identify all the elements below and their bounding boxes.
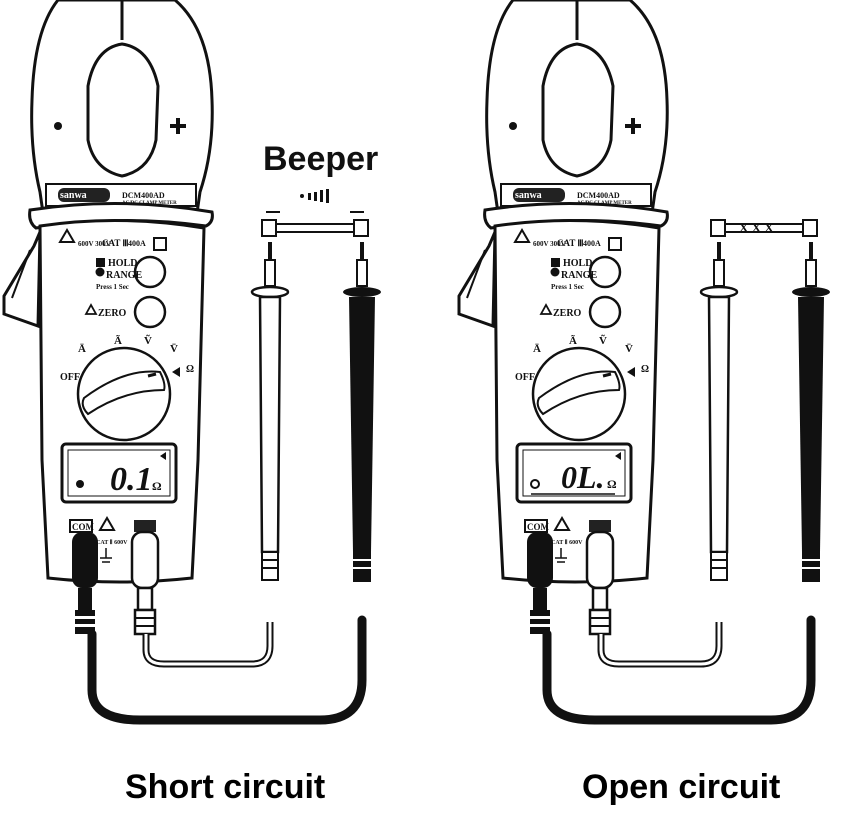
left-press-label: Press 1 Sec: [96, 283, 129, 291]
right-ac-v-mark: Ṽ: [599, 335, 607, 347]
left-dc-v-mark: V̄: [170, 343, 178, 355]
right-com-label: COM: [527, 522, 550, 532]
right-terminal-cat: CAT Ⅱ 600V: [551, 539, 583, 546]
right-display-unit: Ω: [607, 477, 617, 491]
left-bar-end-b: [353, 219, 369, 237]
right-off-label: OFF: [515, 372, 535, 383]
left-range-label: RANGE: [106, 270, 142, 281]
left-hold-label: HOLD: [108, 258, 137, 269]
right-meter: DCM400AD AC/DC CLAMP METER sanwa 600V 30…: [457, 0, 831, 725]
left-ac-v-mark: Ṽ: [144, 335, 152, 347]
right-cat-label: CAT Ⅲ: [557, 238, 584, 248]
right-range-label: RANGE: [561, 270, 597, 281]
right-zero-label: ZERO: [553, 308, 582, 319]
right-model-label: DCM400AD: [577, 191, 620, 200]
left-volt-label: 600V 300V: [78, 240, 111, 248]
left-dc-a-mark: Ā: [78, 343, 86, 355]
left-brand-logo: sanwa: [60, 190, 87, 201]
left-white-cable-outer: [142, 622, 274, 668]
right-ac-a-mark: Ã: [569, 335, 577, 347]
right-rating-label: 400A: [583, 239, 601, 248]
short-circuit-caption: Short circuit: [125, 768, 326, 806]
beeper-label: Beeper: [263, 140, 379, 178]
right-volt-label: 600V 300V: [533, 240, 566, 248]
left-display-value: 0.1: [110, 461, 153, 498]
right-display-hold-icon: [530, 479, 540, 489]
left-model-label: DCM400AD: [122, 191, 165, 200]
right-open-bar: [724, 223, 804, 233]
left-com-label: COM: [72, 522, 95, 532]
right-dc-v-mark: V̄: [625, 343, 633, 355]
left-bar-end-a: [261, 219, 277, 237]
right-model-sub: AC/DC CLAMP METER: [577, 201, 632, 206]
left-display-beep-icon: [160, 452, 166, 460]
left-black-plug: [72, 532, 98, 634]
left-cat-label: CAT Ⅲ: [102, 238, 129, 248]
right-brand-logo: sanwa: [515, 190, 542, 201]
right-red-probe: [699, 240, 739, 582]
left-off-label: OFF: [60, 372, 80, 383]
right-black-plug: [527, 532, 553, 634]
right-display-value: 0L.: [561, 459, 605, 495]
right-white-plug: [585, 530, 615, 636]
left-ohm-label: Ω: [186, 364, 194, 375]
left-display-hold-icon: [76, 480, 84, 488]
left-beep-symbol: [172, 367, 180, 377]
right-dc-a-mark: Ā: [533, 343, 541, 355]
right-bar-end-b: [802, 219, 818, 237]
right-white-cable-outer: [597, 622, 723, 668]
left-white-plug: [130, 530, 160, 636]
right-hold-label: HOLD: [563, 258, 592, 269]
left-model-sub: AC/DC CLAMP METER: [122, 201, 177, 206]
left-ac-a-mark: Ã: [114, 335, 122, 347]
right-open-marks: X X X: [739, 220, 774, 235]
beeper-sound-icon: [300, 189, 329, 203]
left-display-unit: Ω: [152, 479, 162, 493]
left-black-cable: [87, 615, 367, 725]
right-black-cable: [542, 615, 816, 725]
left-shorting-bar: [275, 223, 355, 233]
right-display-beep-icon: [615, 452, 621, 460]
right-ohm-label: Ω: [641, 364, 649, 375]
right-black-probe: [791, 241, 831, 583]
left-terminal-cat: CAT Ⅱ 600V: [96, 539, 128, 546]
right-beep-symbol: [627, 367, 635, 377]
left-meter: DCM400AD AC/DC CLAMP METER sanwa 600V 30…: [2, 0, 382, 725]
right-press-label: Press 1 Sec: [551, 283, 584, 291]
left-rating-label: 400A: [128, 239, 146, 248]
right-bar-end-a: [710, 219, 726, 237]
left-black-probe: [342, 241, 382, 583]
open-circuit-caption: Open circuit: [582, 768, 781, 806]
left-zero-label: ZERO: [98, 308, 127, 319]
left-red-probe: [250, 240, 290, 582]
